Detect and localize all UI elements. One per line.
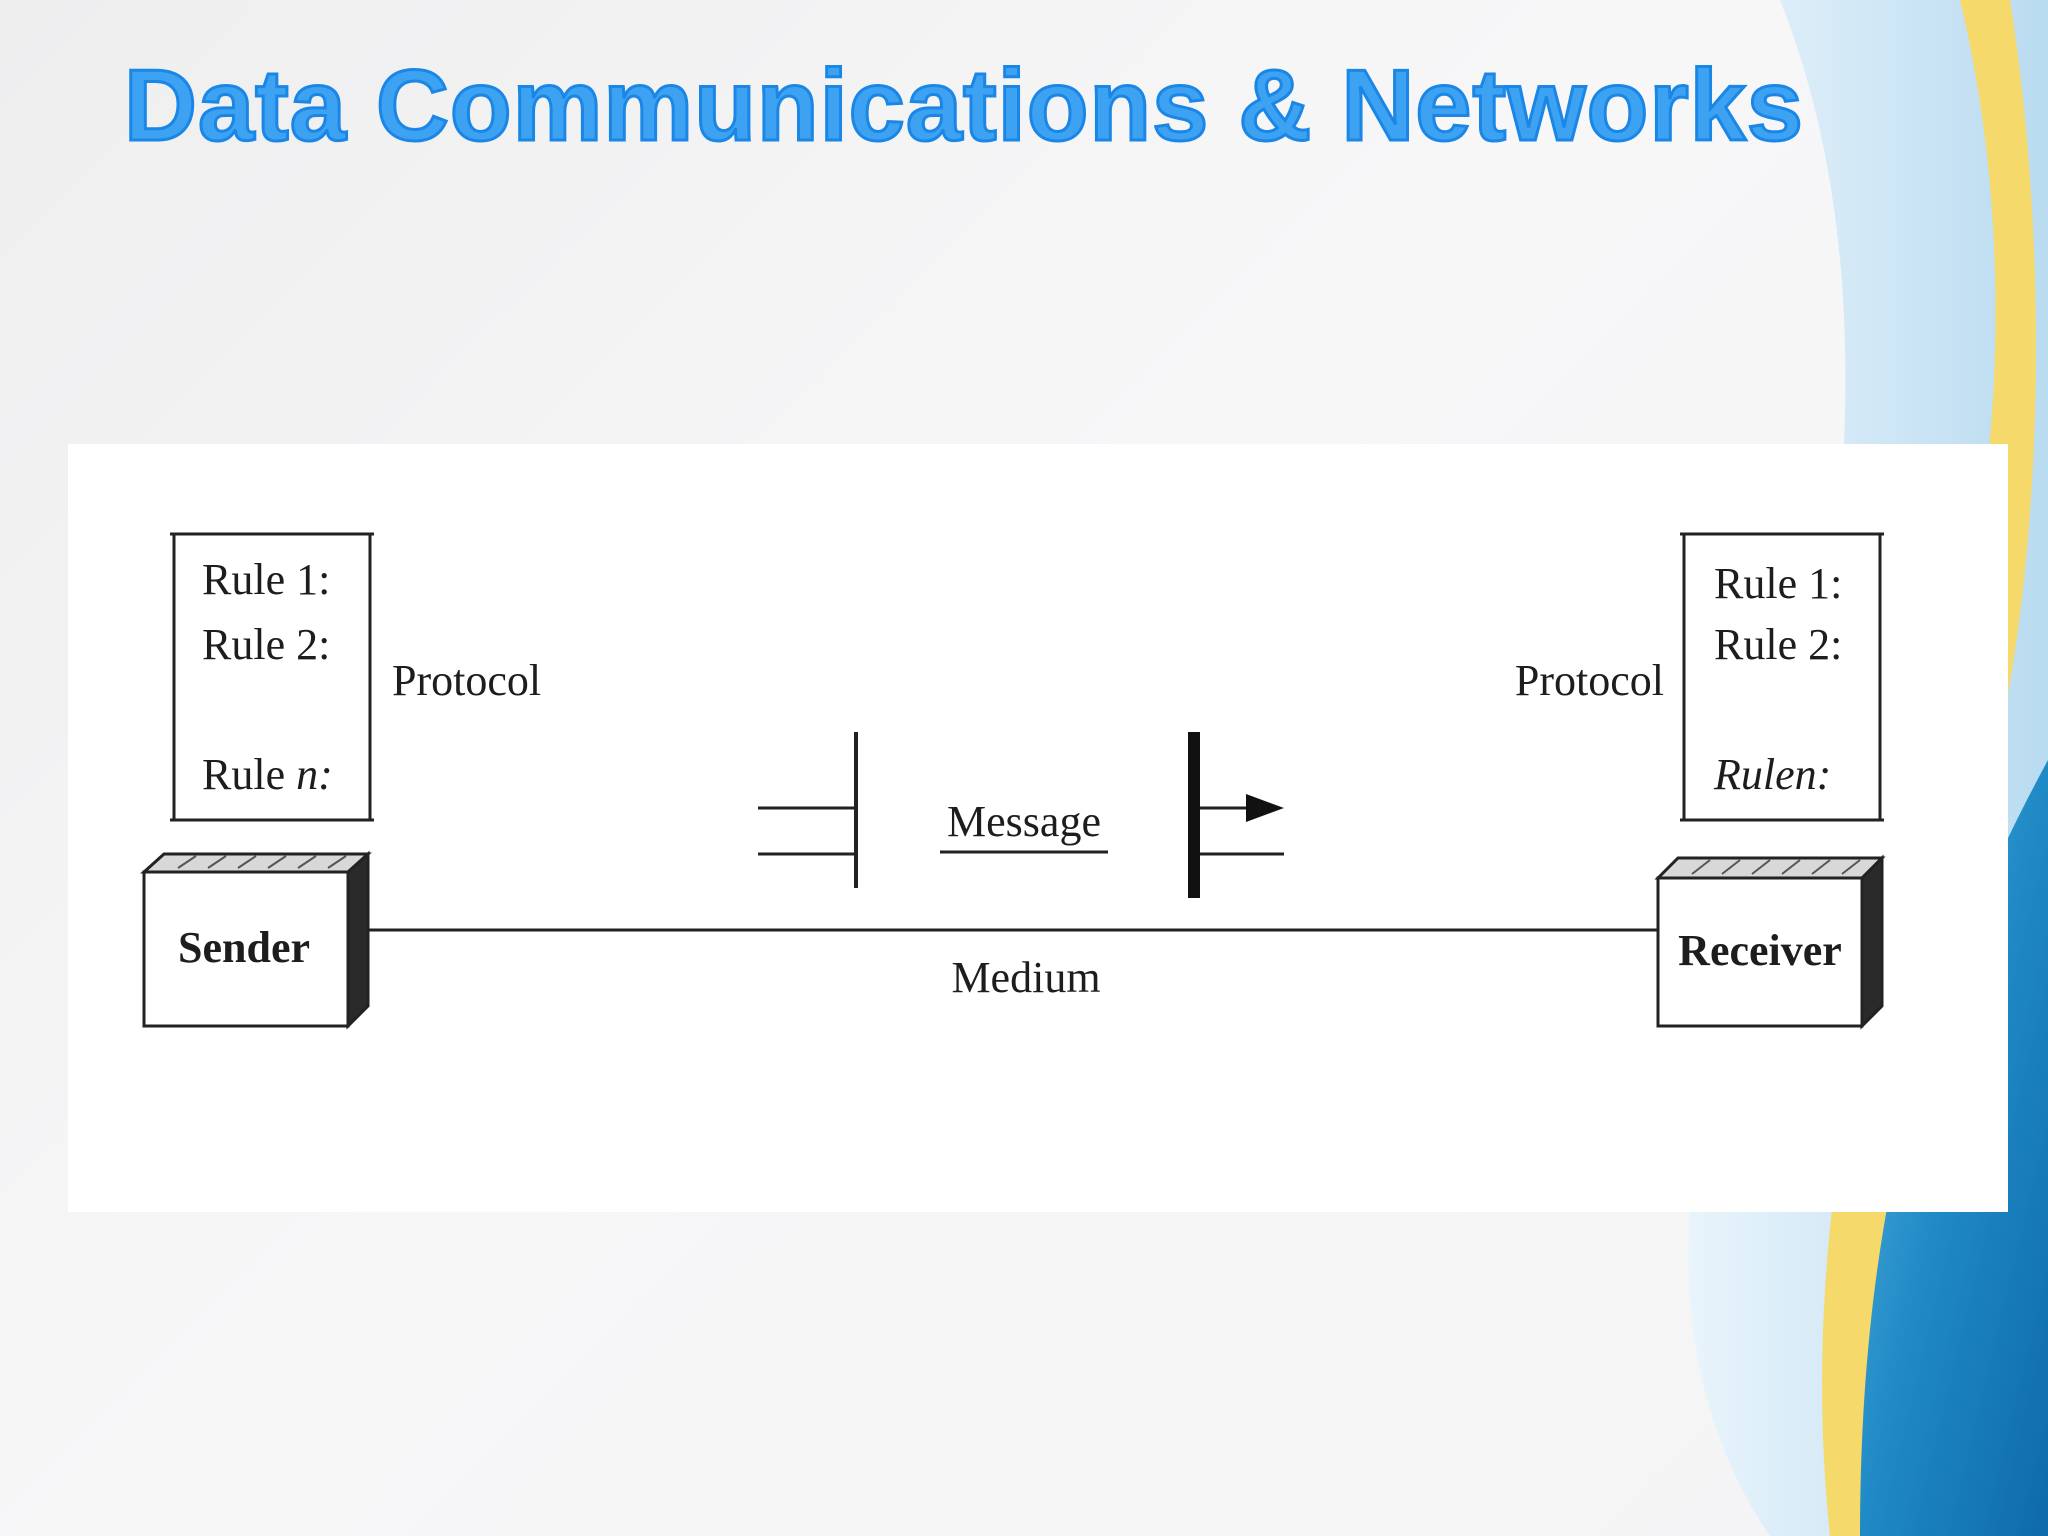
- receiver-label: Receiver: [1678, 926, 1842, 975]
- sender-rule-n-var: n:: [296, 750, 333, 799]
- sender-rule-n-prefix: Rule: [202, 750, 296, 799]
- sender-rule-n: Rule n:: [202, 750, 333, 799]
- sender-rule-1: Rule 1:: [202, 555, 330, 604]
- receiver-rule-n: Rulen:: [1713, 750, 1831, 799]
- receiver-rules-box: Rule 1: Rule 2: Rulen:: [1680, 532, 1884, 822]
- protocol-diagram-panel: Rule 1: Rule 2: Rule n: Protocol Rule 1:…: [68, 444, 2008, 1212]
- sender-rule-2: Rule 2:: [202, 620, 330, 669]
- sender-device: Sender: [140, 850, 372, 1030]
- message-arrow-icon: [1246, 794, 1284, 822]
- receiver-rule-2: Rule 2:: [1714, 620, 1842, 669]
- message-symbol: [758, 732, 1284, 898]
- sender-label: Sender: [178, 923, 310, 972]
- slide-title: Data Communications & Networks: [123, 48, 1805, 163]
- medium-label: Medium: [951, 953, 1100, 1002]
- sender-protocol-label: Protocol: [392, 656, 541, 705]
- sender-rules-box: Rule 1: Rule 2: Rule n:: [170, 532, 374, 822]
- message-label: Message: [947, 797, 1101, 846]
- protocol-diagram: Rule 1: Rule 2: Rule n: Protocol Rule 1:…: [140, 532, 1886, 1030]
- receiver-device: Receiver: [1654, 854, 1886, 1030]
- receiver-rule-1: Rule 1:: [1714, 559, 1842, 608]
- receiver-protocol-label: Protocol: [1515, 656, 1664, 705]
